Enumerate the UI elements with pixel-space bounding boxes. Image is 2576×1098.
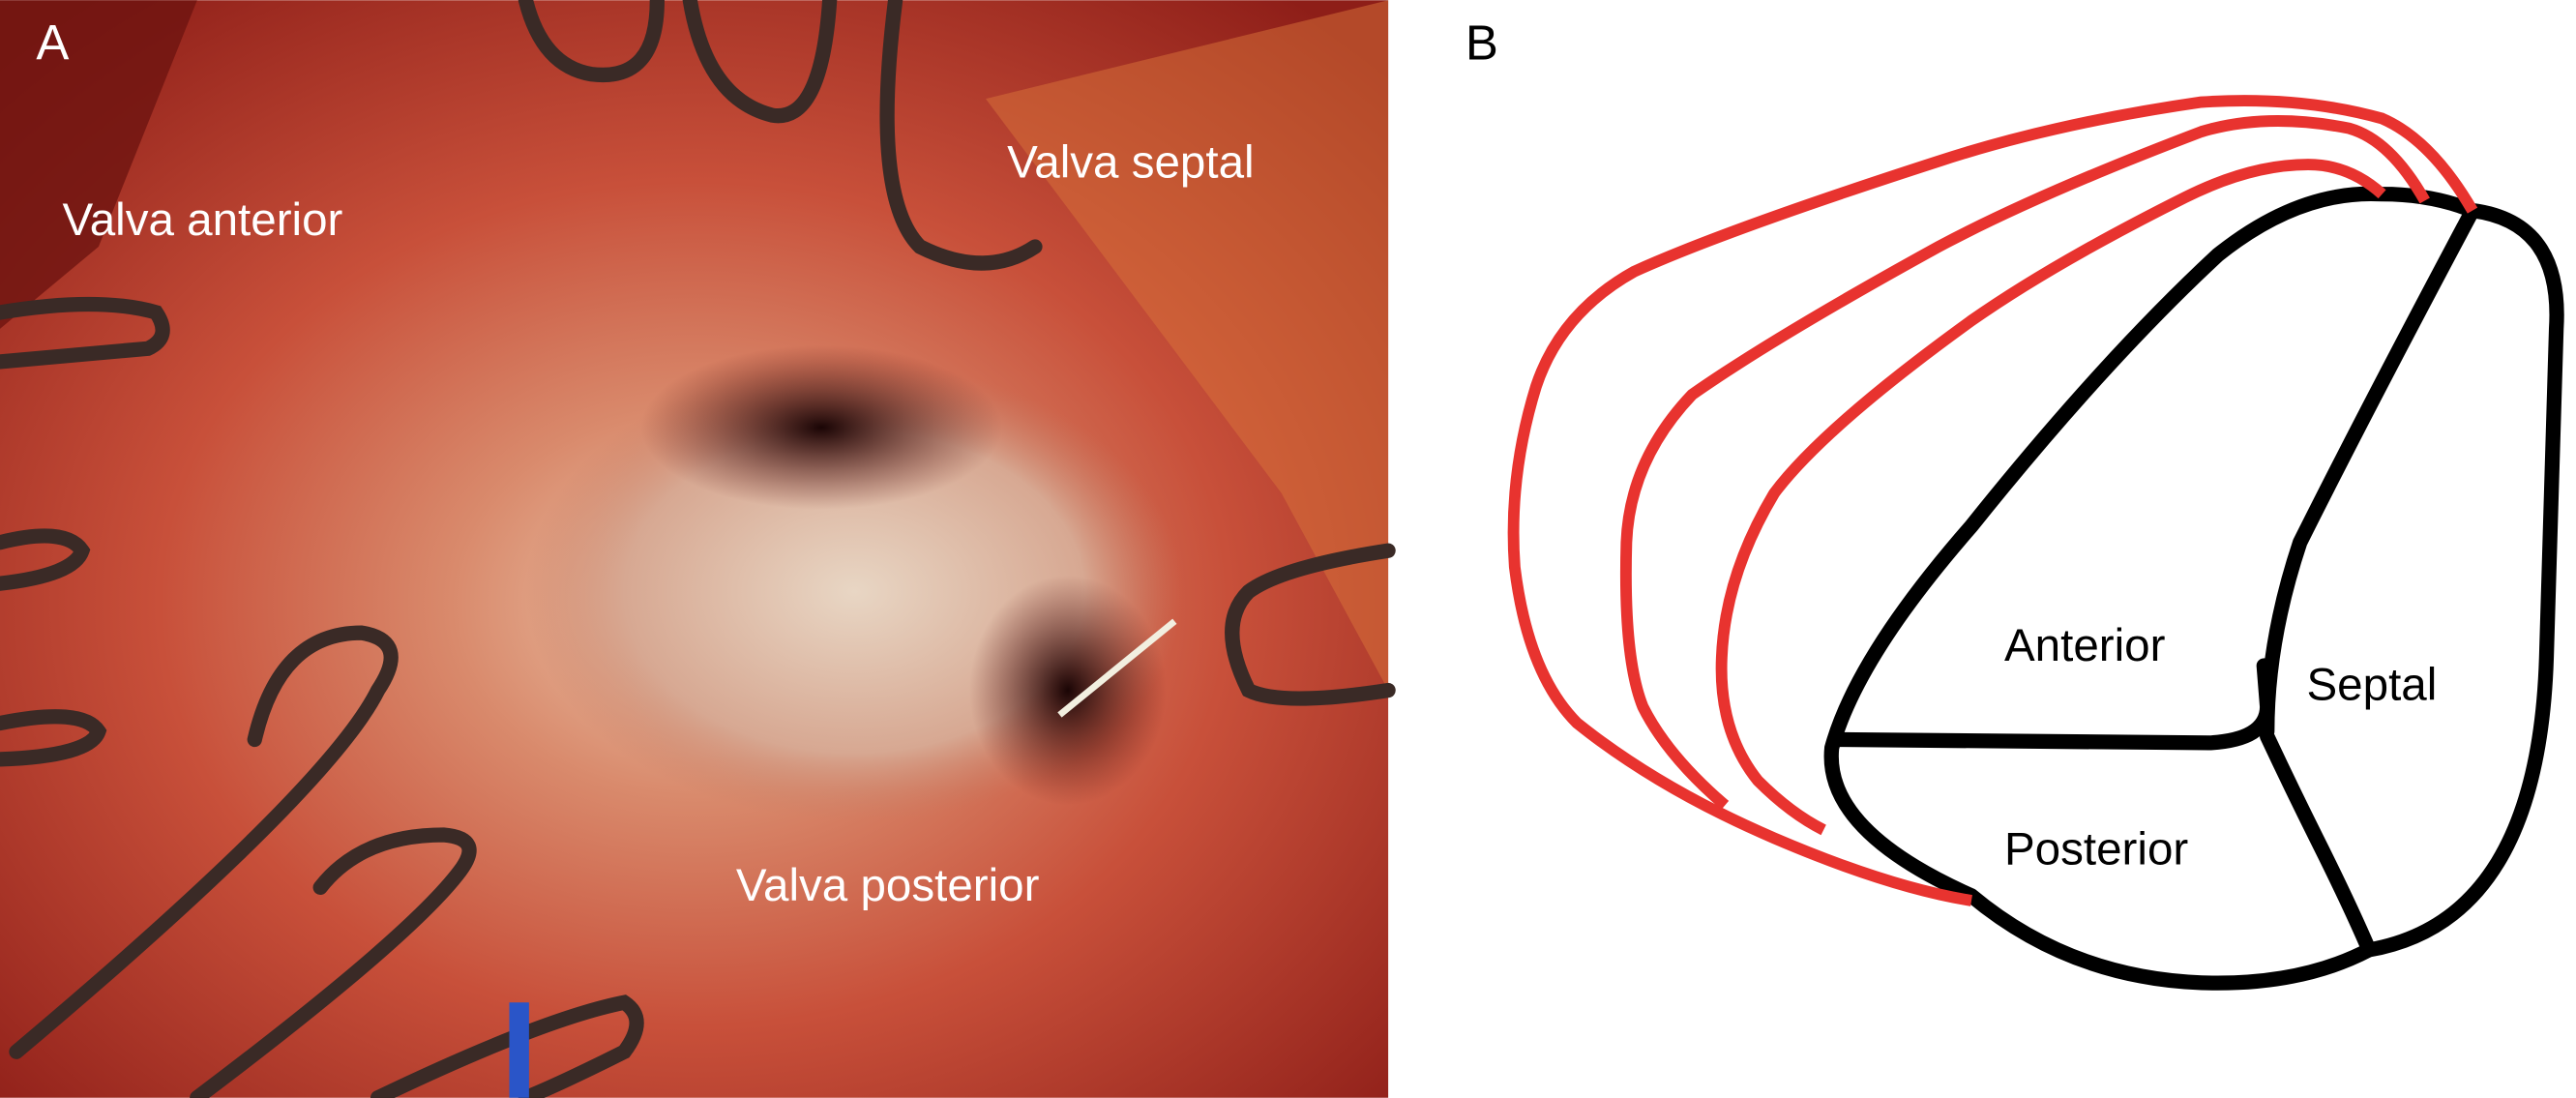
retractor-hook (0, 709, 107, 767)
septal-tissue-region (986, 0, 1389, 691)
annuloplasty-sutures (1507, 95, 2478, 906)
retractor-hook (0, 528, 91, 591)
label-valva-anterior: Valva anterior (63, 194, 343, 246)
posterior-septal-commissure-line (2260, 728, 2377, 958)
tricuspid-outline (1823, 186, 2564, 991)
retractors (0, 0, 1396, 1098)
valve-orifice (640, 344, 1002, 510)
dark-tissue-region (0, 0, 197, 329)
retractor-hook (370, 994, 644, 1098)
retractor-hook (9, 625, 399, 1059)
anterior-septal-commissure-line (2260, 202, 2480, 739)
blue-marker (509, 1002, 529, 1098)
label-valva-posterior: Valva posterior (736, 860, 1040, 911)
anterior-posterior-commissure-line (1832, 658, 2275, 751)
retractor-hook (682, 0, 838, 124)
label-valva-septal: Valva septal (1007, 137, 1255, 189)
panel-label-a: A (36, 15, 69, 70)
retractor-hook (518, 0, 665, 83)
suture-line-inner (1715, 159, 2386, 836)
panel-b-diagram: B Anterior Septal Posterior (1466, 15, 2564, 991)
panel-a-photo: A Valva anterior Valva septal Valva post… (0, 0, 1396, 1098)
annulus-outline (1823, 186, 2564, 991)
retractor-hook (0, 296, 170, 370)
suture-needle (1057, 618, 1177, 718)
suture-line-outer (1507, 95, 2478, 906)
suture-line-middle (1619, 115, 2430, 810)
label-posterior-leaflet: Posterior (2004, 824, 2188, 875)
label-septal-leaflet: Septal (2306, 660, 2437, 711)
label-anterior-leaflet: Anterior (2004, 620, 2166, 671)
valve-orifice-lower (969, 575, 1167, 806)
retractor-hook (879, 0, 1043, 271)
retractor-hook (190, 827, 477, 1098)
panel-label-b: B (1466, 15, 1498, 70)
retractor-hook (1225, 543, 1396, 706)
